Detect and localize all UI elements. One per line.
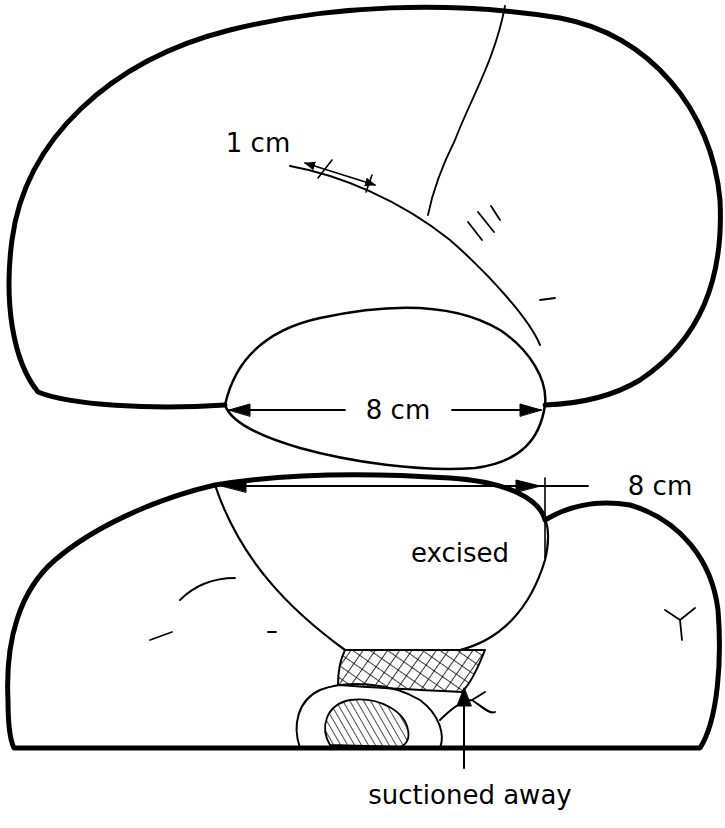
dimension-label: 8 cm [625, 472, 695, 501]
dimension-label: 1 cm [223, 129, 293, 158]
dimension-label: 8 cm [363, 396, 433, 425]
region-label: excised [408, 539, 512, 568]
callout-label: suctioned away [365, 781, 574, 810]
